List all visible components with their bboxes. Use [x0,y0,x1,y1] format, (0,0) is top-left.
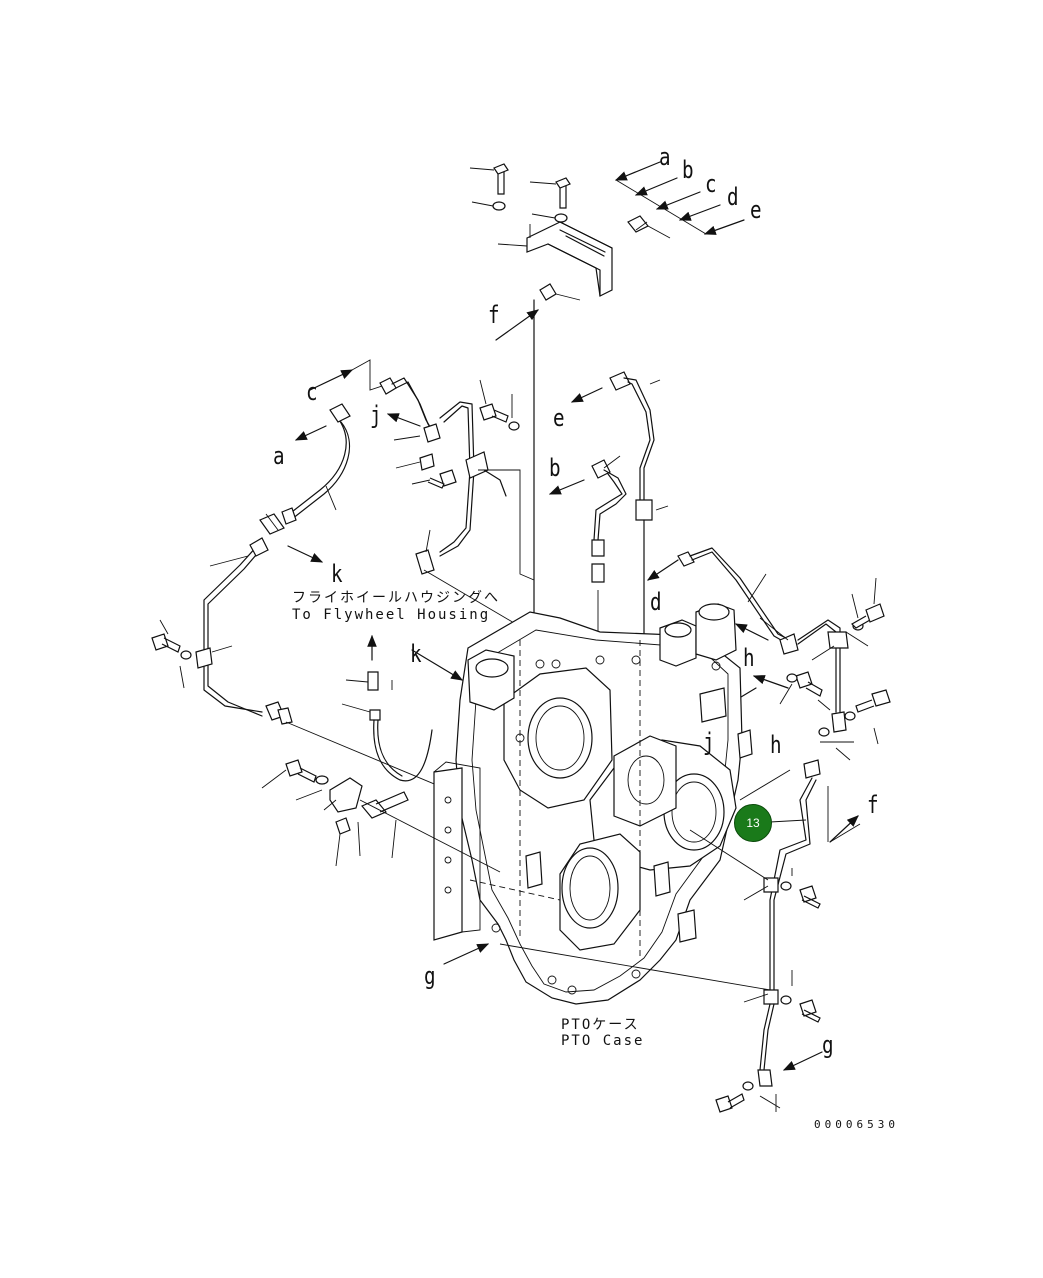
flywheel-caption-en: To Flywheel Housing [292,607,491,623]
top-bracket-assembly [469,161,745,641]
right-side-pipes [647,547,891,761]
label-j-upper: j [370,401,382,429]
flywheel-caption-jp: フライホイールハウジングへ [292,590,500,606]
label-a-left: a [273,442,285,470]
lower-right-pipes [443,759,861,1113]
pto-caption-en: PTO Case [561,1033,645,1049]
label-c-top: c [705,170,717,198]
label-f-right: f [867,791,879,819]
label-h-lower: h [770,731,782,759]
label-b-mid: b [549,454,561,482]
left-pipe-assembly [151,359,641,871]
drawing-number: 00006530 [814,1118,899,1131]
label-e-top: e [750,196,762,224]
label-c-left: c [306,378,318,406]
label-a-top: a [659,143,671,171]
upper-center-pipes [379,377,561,651]
left-lower-parts [261,634,501,873]
part-callout-badge[interactable]: 13 [734,804,772,842]
label-g-right: g [822,1031,834,1059]
label-f-top: f [488,301,500,329]
pto-case-body [433,603,753,1005]
label-j-case: j [703,728,715,756]
pto-caption-jp: PTOケース [561,1017,640,1033]
label-d-top: d [727,183,739,211]
label-k-left: k [331,560,343,588]
label-g-left: g [424,962,436,990]
label-b-top: b [682,156,694,184]
label-k-case: k [410,640,422,668]
label-e-mid: e [553,404,565,432]
label-d-mid: d [650,588,662,616]
label-h-upper: h [743,644,755,672]
